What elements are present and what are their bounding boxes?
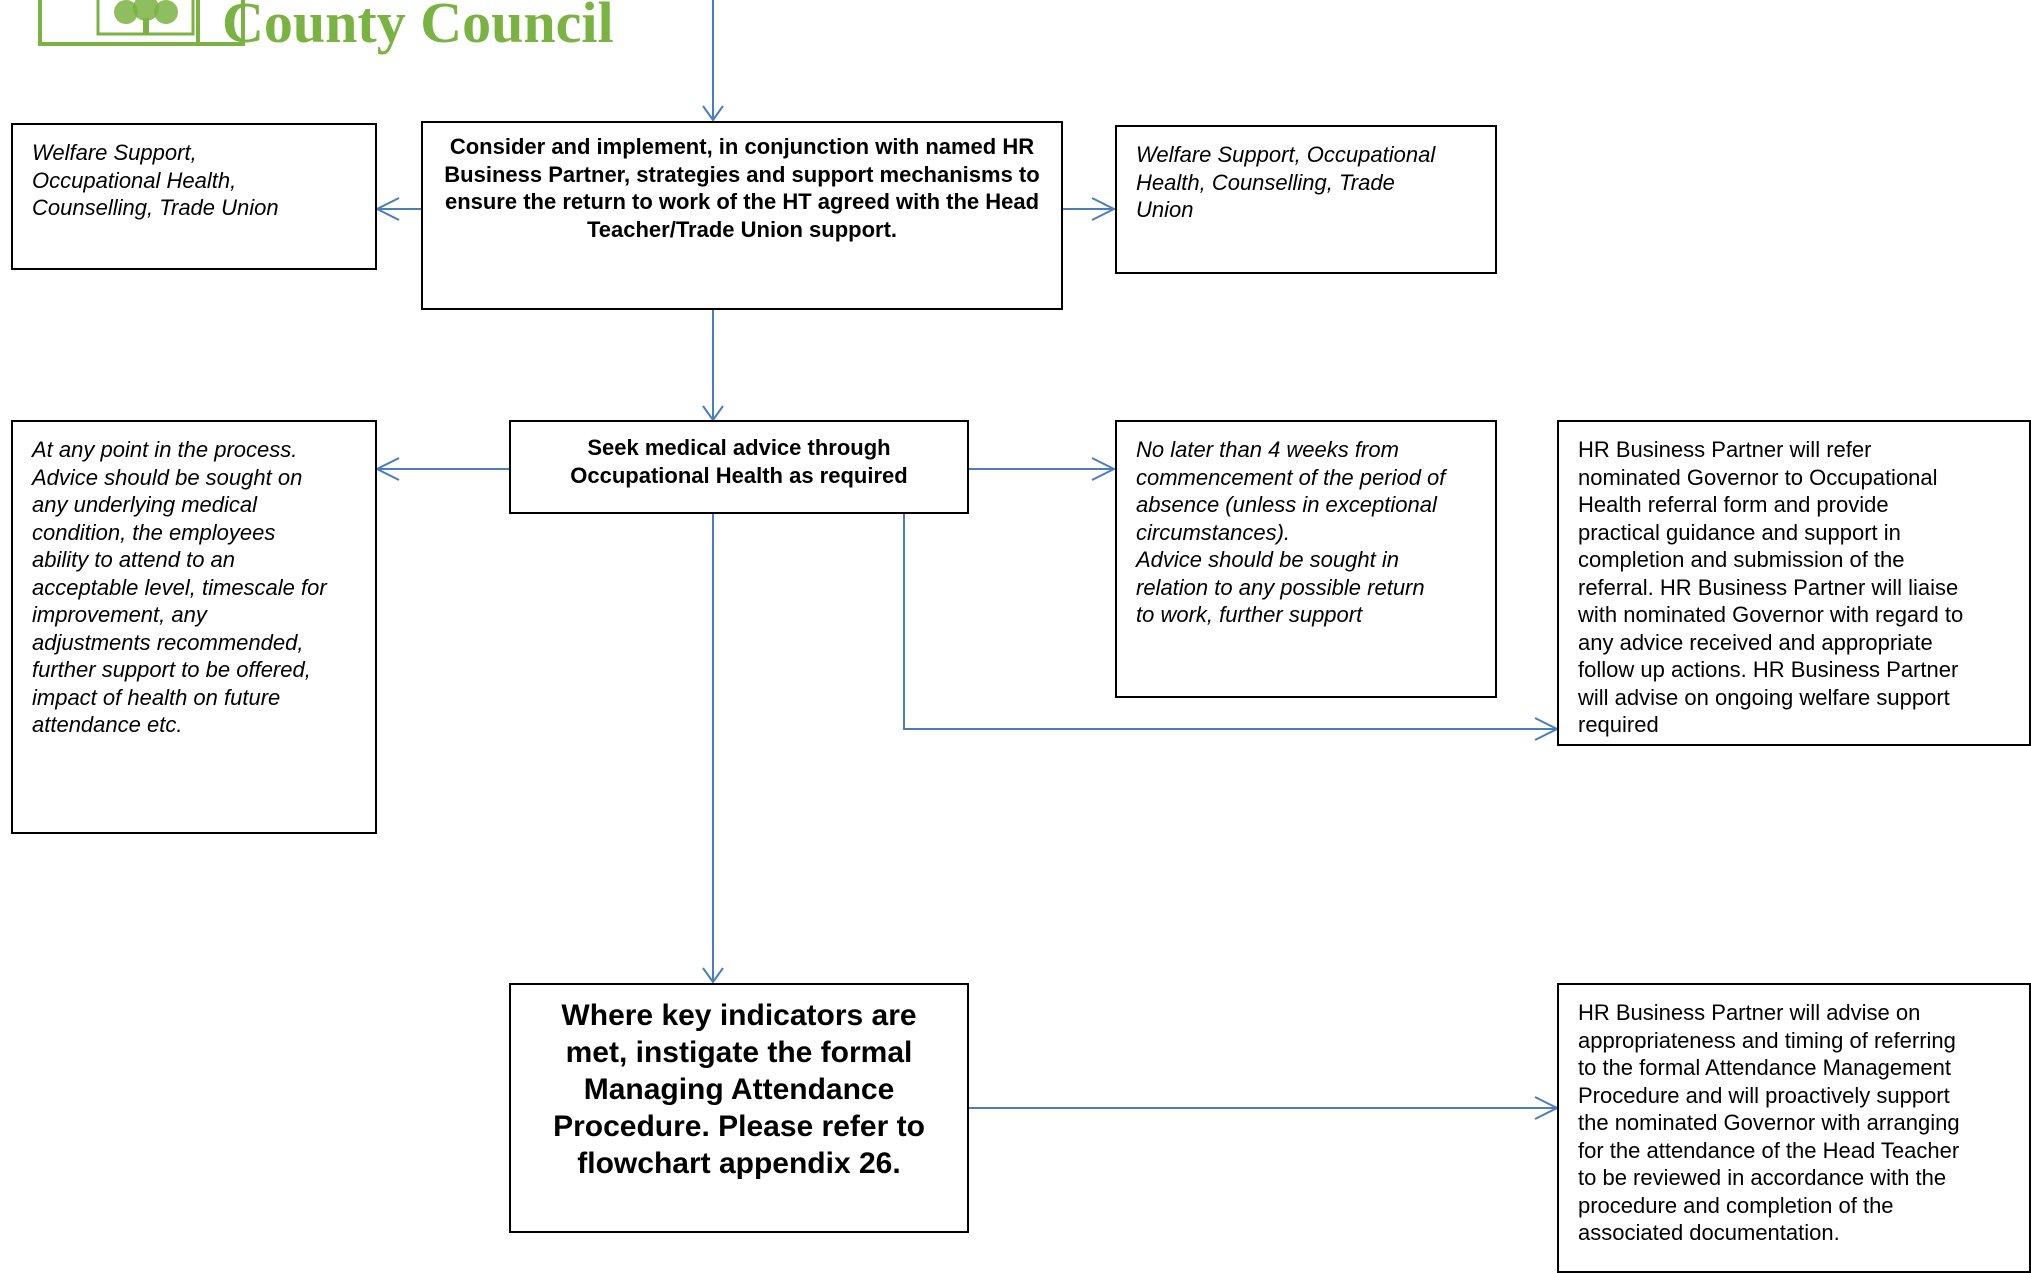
hr-refer-governor-box: HR Business Partner will refer nominated… xyxy=(1557,420,2031,746)
seek-medical-advice-box: Seek medical advice through Occupational… xyxy=(509,420,969,514)
consider-implement-text: Consider and implement, in conjunction w… xyxy=(444,134,1040,242)
hr-advise-procedure-box: HR Business Partner will advise on appro… xyxy=(1557,983,2031,1273)
council-crest-icon xyxy=(38,0,245,46)
council-name: County Council xyxy=(222,0,614,55)
key-indicators-box: Where key indicators are met, instigate … xyxy=(509,983,969,1233)
any-point-advice-box: At any point in the process. Advice shou… xyxy=(11,420,377,834)
welfare-support-left-box: Welfare Support, Occupational Health, Co… xyxy=(11,123,377,270)
welfare-support-right-text: Welfare Support, Occupational Health, Co… xyxy=(1136,142,1436,222)
key-indicators-text: Where key indicators are met, instigate … xyxy=(553,999,925,1180)
no-later-than-text: No later than 4 weeks from commencement … xyxy=(1136,437,1446,627)
no-later-than-box: No later than 4 weeks from commencement … xyxy=(1115,420,1497,698)
arrow-seek-to-hr-refer xyxy=(903,513,1557,730)
consider-implement-box: Consider and implement, in conjunction w… xyxy=(421,121,1063,310)
hr-refer-governor-text: HR Business Partner will refer nominated… xyxy=(1578,437,1964,737)
any-point-advice-text: At any point in the process. Advice shou… xyxy=(32,437,327,737)
welfare-support-right-box: Welfare Support, Occupational Health, Co… xyxy=(1115,125,1497,274)
seek-medical-advice-text: Seek medical advice through Occupational… xyxy=(570,435,908,488)
hr-advise-procedure-text: HR Business Partner will advise on appro… xyxy=(1578,1000,1960,1245)
welfare-support-left-text: Welfare Support, Occupational Health, Co… xyxy=(32,140,279,220)
